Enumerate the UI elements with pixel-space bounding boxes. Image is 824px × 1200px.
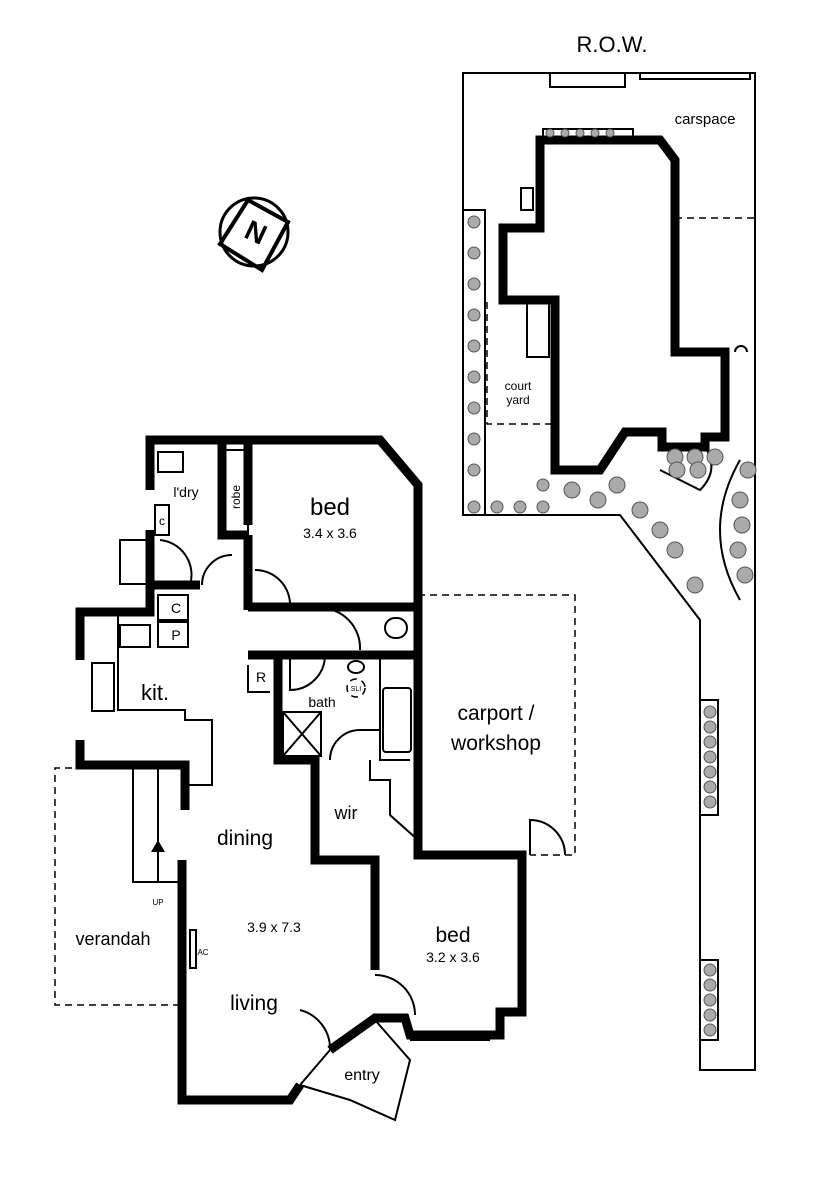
living-label: living: [230, 992, 278, 1015]
shrub-icon: [689, 461, 707, 479]
shrub-icon: [467, 246, 481, 260]
verandah-label: verandah: [75, 929, 150, 949]
shrub-icon: [467, 463, 481, 477]
svg-text:N: N: [240, 214, 271, 251]
shrub-icon: [706, 448, 724, 466]
shrub-icon: [703, 1023, 717, 1037]
bed1-label: bed: [310, 494, 350, 521]
bed2-label: bed: [435, 924, 470, 947]
shrub-icon: [703, 750, 717, 764]
shrub-icon: [467, 432, 481, 446]
robe-label: robe: [229, 485, 243, 509]
dining-label: dining: [217, 827, 273, 850]
shrub-icon: [703, 765, 717, 779]
pantry-label: P: [171, 627, 180, 643]
up-arrow-icon: [151, 840, 165, 852]
shrub-icon: [736, 566, 754, 584]
shrubs: [467, 128, 757, 1037]
bed1-size: 3.4 x 3.6: [303, 525, 357, 541]
shrub-icon: [668, 461, 686, 479]
entry-label: entry: [344, 1067, 380, 1084]
interior-details: [91, 439, 490, 1122]
carport-outline: [418, 594, 576, 856]
laundry-label: l'dry: [173, 484, 198, 500]
shrub-icon: [703, 705, 717, 719]
kitchen-label: kit.: [141, 680, 169, 705]
shrub-icon: [703, 993, 717, 1007]
svg-text:yard: yard: [506, 393, 529, 407]
shrub-icon: [590, 128, 600, 138]
shrub-icon: [608, 476, 626, 494]
cupboard-label: C: [171, 600, 181, 616]
shrub-icon: [467, 401, 481, 415]
shrub-icon: [467, 500, 481, 514]
shrub-icon: [666, 541, 684, 559]
cupboard-small-label: c: [159, 514, 165, 528]
shrub-icon: [703, 795, 717, 809]
shrub-icon: [467, 277, 481, 291]
shrub-icon: [686, 576, 704, 594]
shrub-icon: [560, 128, 570, 138]
shrub-icon: [703, 963, 717, 977]
svg-text:workshop: workshop: [450, 732, 541, 755]
shrub-icon: [731, 491, 749, 509]
carport-label: carport /: [457, 702, 534, 725]
shrub-icon: [733, 516, 751, 534]
shrub-icon: [703, 1008, 717, 1022]
shrub-icon: [703, 978, 717, 992]
shrub-icon: [703, 735, 717, 749]
ac-label: AC: [197, 948, 208, 957]
shrub-icon: [467, 370, 481, 384]
shrub-icon: [589, 491, 607, 509]
shrub-icon: [536, 478, 550, 492]
shrub-icon: [703, 780, 717, 794]
living-size: 3.9 x 7.3: [247, 919, 301, 935]
north-compass-icon: N: [217, 196, 291, 273]
shrub-icon: [467, 308, 481, 322]
carspace-label: carspace: [675, 111, 736, 128]
shrub-icon: [739, 461, 757, 479]
verandah-outline: [54, 767, 180, 1006]
shrub-icon: [545, 128, 555, 138]
shrub-icon: [631, 501, 649, 519]
shrub-icon: [651, 521, 669, 539]
wir-label: wir: [334, 803, 358, 823]
courtyard-label: court: [505, 379, 532, 393]
rear-unit-walls: [498, 135, 730, 475]
svg-text:UP: UP: [152, 898, 163, 907]
shrub-icon: [513, 500, 527, 514]
shrub-icon: [563, 481, 581, 499]
refrigerator-label: R: [256, 669, 266, 685]
shrub-icon: [605, 128, 615, 138]
bed2-size: 3.2 x 3.6: [426, 949, 480, 965]
bath-label: bath: [308, 694, 335, 710]
skylight-label: SLI: [351, 686, 362, 693]
shrub-icon: [467, 215, 481, 229]
shrub-icon: [536, 500, 550, 514]
shrub-icon: [490, 500, 504, 514]
rear-unit-site: carspace court yard: [462, 72, 757, 1071]
shrub-icon: [729, 541, 747, 559]
shrub-icon: [703, 720, 717, 734]
shrub-icon: [575, 128, 585, 138]
row-label: R.O.W.: [577, 32, 648, 57]
shrub-icon: [467, 339, 481, 353]
